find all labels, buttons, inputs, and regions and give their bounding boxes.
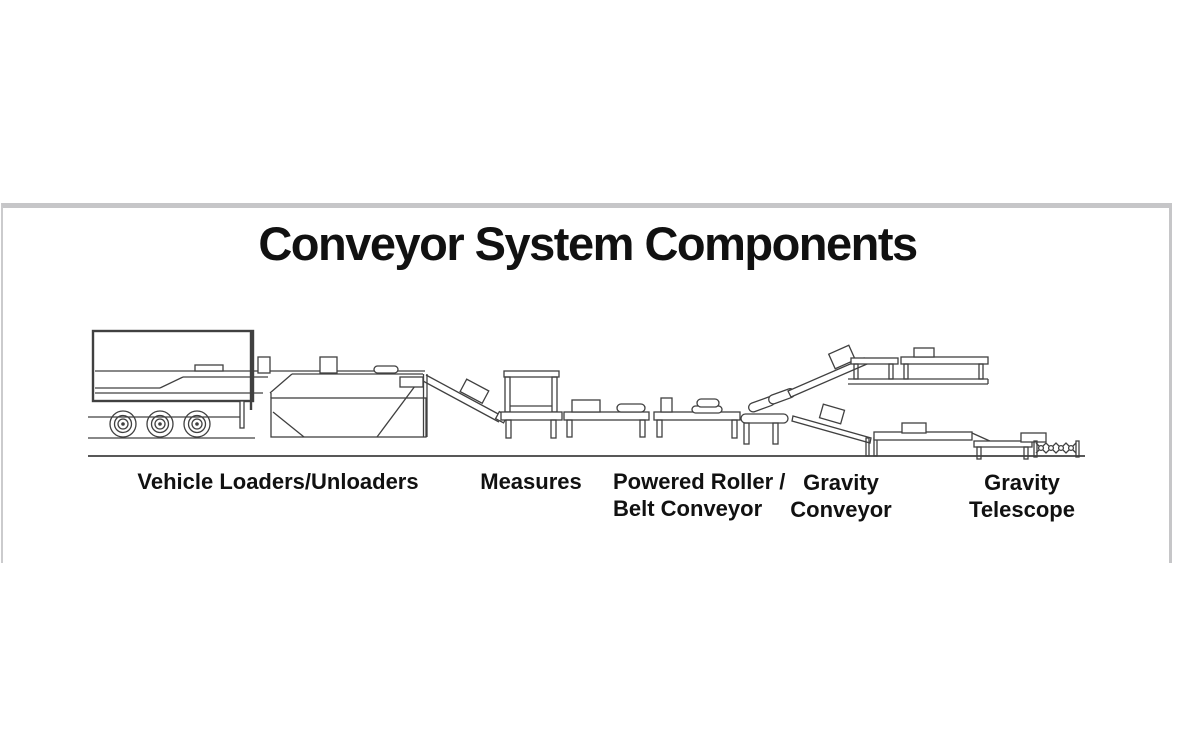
- label-line: Conveyor: [790, 497, 892, 522]
- vehicle-loader-machine-icon: [257, 356, 428, 438]
- elevated-platform-icon: [848, 347, 989, 385]
- label-line: Gravity: [803, 470, 879, 495]
- page-title: Conveyor System Components: [258, 217, 918, 270]
- label-gravity-conveyor: Gravity Conveyor: [790, 469, 891, 523]
- label-measures: Measures: [480, 468, 582, 495]
- label-line: Telescope: [969, 497, 1075, 522]
- powered-roller-table-icon: [653, 397, 741, 439]
- telescoping-scissor-icon: [1033, 440, 1080, 458]
- label-line: Vehicle Loaders/Unloaders: [137, 469, 419, 494]
- label-vehicle-loaders-unloaders: Vehicle Loaders/Unloaders: [137, 468, 418, 495]
- gravity-decline-icon: [791, 403, 878, 457]
- powered-roller-table-icon: [563, 399, 650, 438]
- incline-conveyor-icon: [740, 344, 868, 445]
- label-line: Powered Roller /: [613, 469, 786, 494]
- label-line: Belt Conveyor: [613, 496, 763, 521]
- trailer-wheel: [109, 410, 137, 438]
- trailer-wheel: [146, 410, 174, 438]
- gravity-roller-run-icon: [873, 422, 1047, 460]
- measuring-gate-icon: [500, 370, 563, 439]
- slide-frame: [1, 203, 1172, 563]
- decline-boom-conveyor-icon: [422, 374, 509, 424]
- label-line: Measures: [480, 469, 582, 494]
- label-gravity-telescope: Gravity Telescope: [969, 469, 1075, 523]
- label-line: Gravity: [984, 470, 1060, 495]
- trailer-wheel: [183, 410, 211, 438]
- truck-trailer-icon: [88, 329, 255, 439]
- label-powered-roller-belt-conveyor: Powered Roller / Belt Conveyor: [613, 468, 785, 522]
